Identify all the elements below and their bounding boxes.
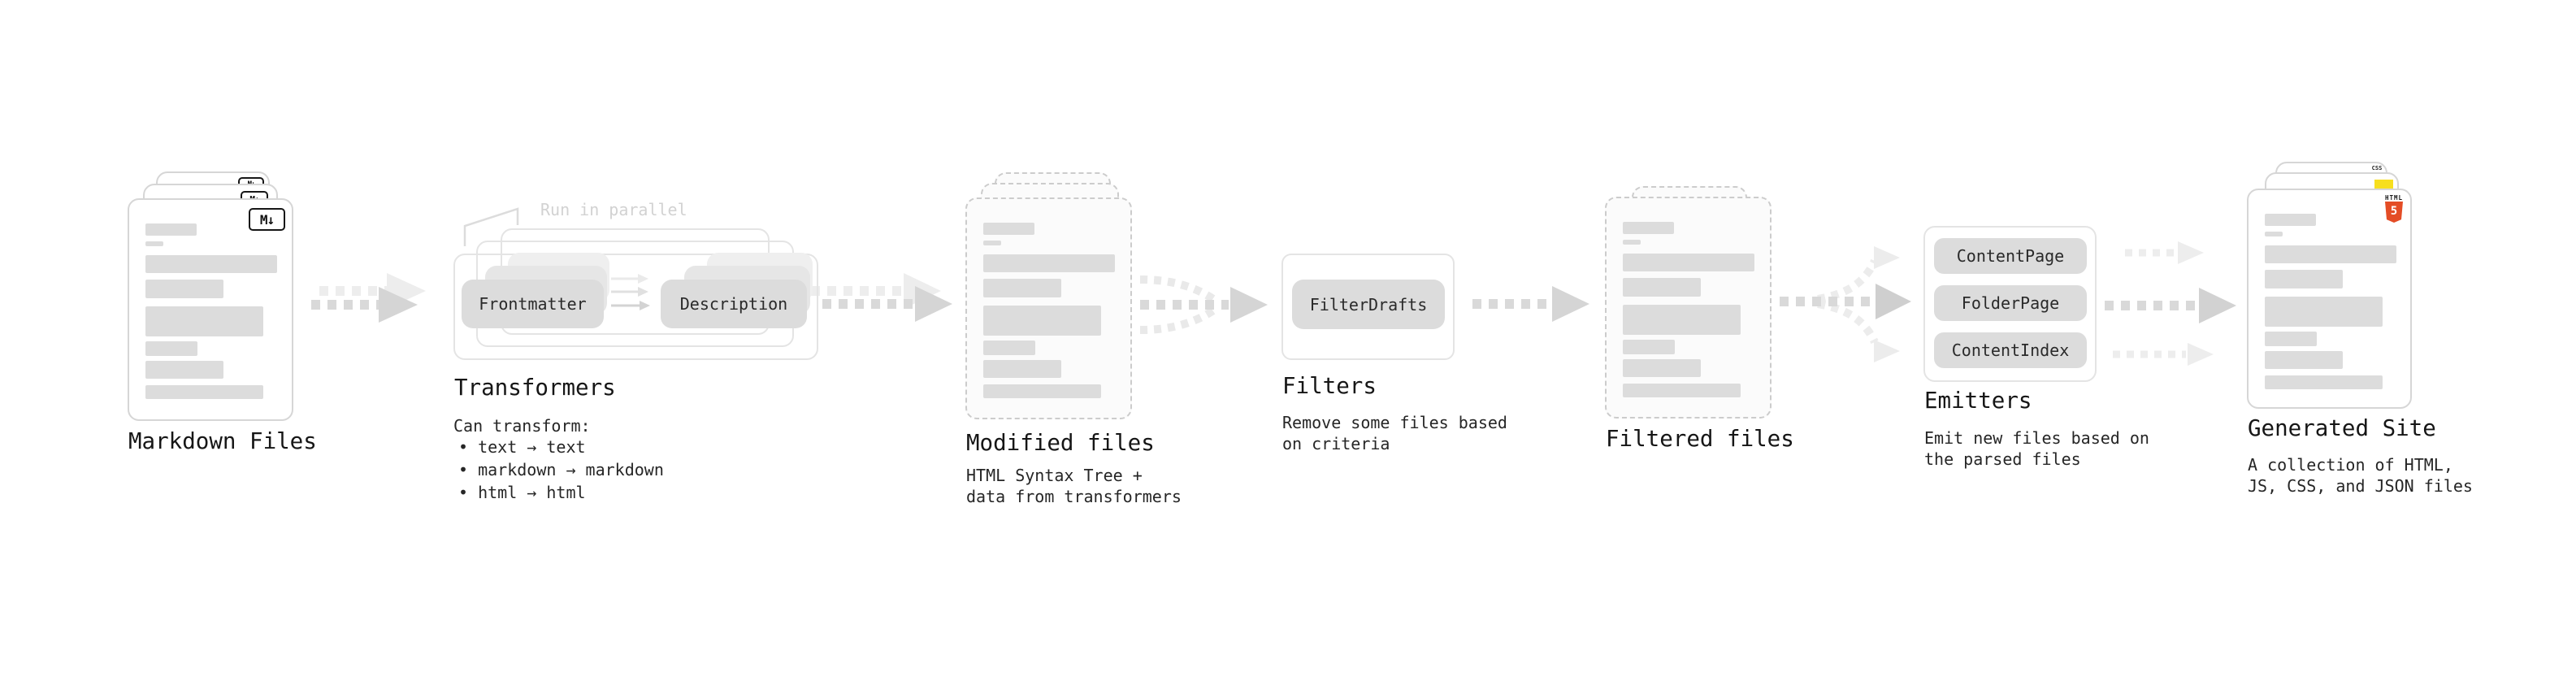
stage-label-generated-site: Generated Site: [2248, 415, 2436, 441]
text-placeholder-bar: [983, 384, 1101, 398]
transformers-bullet-list: • text → text • markdown → markdown • ht…: [458, 436, 664, 504]
text-placeholder-bar: [1623, 222, 1674, 234]
frontmatter-pill: Frontmatter: [462, 280, 604, 328]
text-placeholder-bar: [2265, 214, 2316, 226]
arrows-emitters-to-generated: [2105, 241, 2236, 366]
text-placeholder-bar: [983, 306, 1101, 336]
text-placeholder-bar: [2265, 351, 2343, 369]
markdown-file-card-front: M↓: [128, 198, 293, 421]
text-placeholder-bar: [145, 361, 223, 379]
folderpage-pill: FolderPage: [1934, 285, 2087, 321]
text-placeholder-bar: [2265, 375, 2383, 389]
stage-label-filtered-files: Filtered files: [1606, 426, 1794, 452]
filters-description: Remove some files based on criteria: [1282, 413, 1507, 453]
arrow-filters-to-filtered: [1472, 286, 1589, 322]
filtered-file-card-front: [1605, 197, 1772, 419]
stage-label-filters: Filters: [1282, 373, 1377, 399]
text-placeholder-bar: [1623, 278, 1701, 297]
text-placeholder-bar: [1623, 240, 1641, 245]
arrow-modified-to-filters-merge: [1139, 275, 1268, 334]
markdown-icon: M↓: [249, 208, 285, 231]
text-placeholder-bar: [1623, 384, 1741, 397]
stage-label-modified-files: Modified files: [966, 430, 1155, 456]
text-placeholder-bar: [1623, 305, 1741, 335]
generated-file-card-front: HTML 5: [2247, 189, 2412, 409]
contentindex-pill: ContentIndex: [1934, 332, 2087, 368]
text-placeholder-bar: [983, 360, 1061, 378]
text-placeholder-bar: [983, 223, 1034, 235]
text-placeholder-bar: [983, 340, 1035, 355]
text-placeholder-bar: [1623, 359, 1701, 377]
text-placeholder-bar: [2265, 232, 2283, 236]
filterdrafts-pill: FilterDrafts: [1292, 280, 1445, 329]
text-placeholder-bar: [2265, 332, 2317, 346]
run-in-parallel-annotation: Run in parallel: [540, 200, 687, 219]
text-placeholder-bar: [983, 279, 1061, 297]
text-placeholder-bar: [983, 254, 1115, 272]
text-placeholder-bar: [145, 255, 277, 273]
js-file-icon: [2374, 180, 2393, 189]
text-placeholder-bar: [2265, 245, 2396, 263]
text-placeholder-bar: [145, 341, 197, 356]
stage-label-transformers: Transformers: [454, 375, 616, 401]
text-placeholder-bar: [983, 241, 1001, 245]
html5-logo-word: HTML: [2384, 194, 2404, 202]
description-pill: Description: [661, 280, 807, 328]
bullet-item: • markdown → markdown: [458, 460, 664, 479]
text-placeholder-bar: [145, 280, 223, 298]
text-placeholder-bar: [145, 306, 263, 336]
transformer-container-front: [453, 254, 818, 360]
text-placeholder-bar: [2265, 270, 2343, 288]
bullet-item: • text → text: [458, 437, 586, 457]
html5-logo-shield: 5: [2385, 202, 2403, 223]
emitters-description: Emit new files based on the parsed files: [1924, 428, 2149, 469]
bullet-item: • html → html: [458, 483, 586, 502]
modified-files-description: HTML Syntax Tree + data from transformer…: [966, 466, 1182, 506]
arrow-filtered-to-emitters-fanout: [1780, 246, 1911, 362]
arrow-transformers-to-modified: [811, 273, 952, 322]
text-placeholder-bar: [145, 241, 163, 246]
stage-label-emitters: Emitters: [1924, 388, 2032, 414]
contentpage-pill: ContentPage: [1934, 238, 2087, 274]
text-placeholder-bar: [145, 223, 197, 236]
html5-logo-number: 5: [2390, 205, 2398, 218]
arrow-markdown-to-transformers: [311, 273, 426, 323]
text-placeholder-bar: [2265, 297, 2383, 327]
text-placeholder-bar: [145, 385, 263, 399]
modified-file-card-front: [965, 197, 1132, 419]
stage-label-markdown-files: Markdown Files: [128, 428, 317, 454]
text-placeholder-bar: [1623, 254, 1754, 271]
transformers-note-title: Can transform:: [453, 416, 591, 436]
generated-site-description: A collection of HTML, JS, CSS, and JSON …: [2248, 455, 2473, 496]
html5-logo-icon: HTML 5: [2384, 194, 2404, 223]
css-icon-label: CSS: [2371, 165, 2383, 171]
text-placeholder-bar: [1623, 340, 1675, 354]
